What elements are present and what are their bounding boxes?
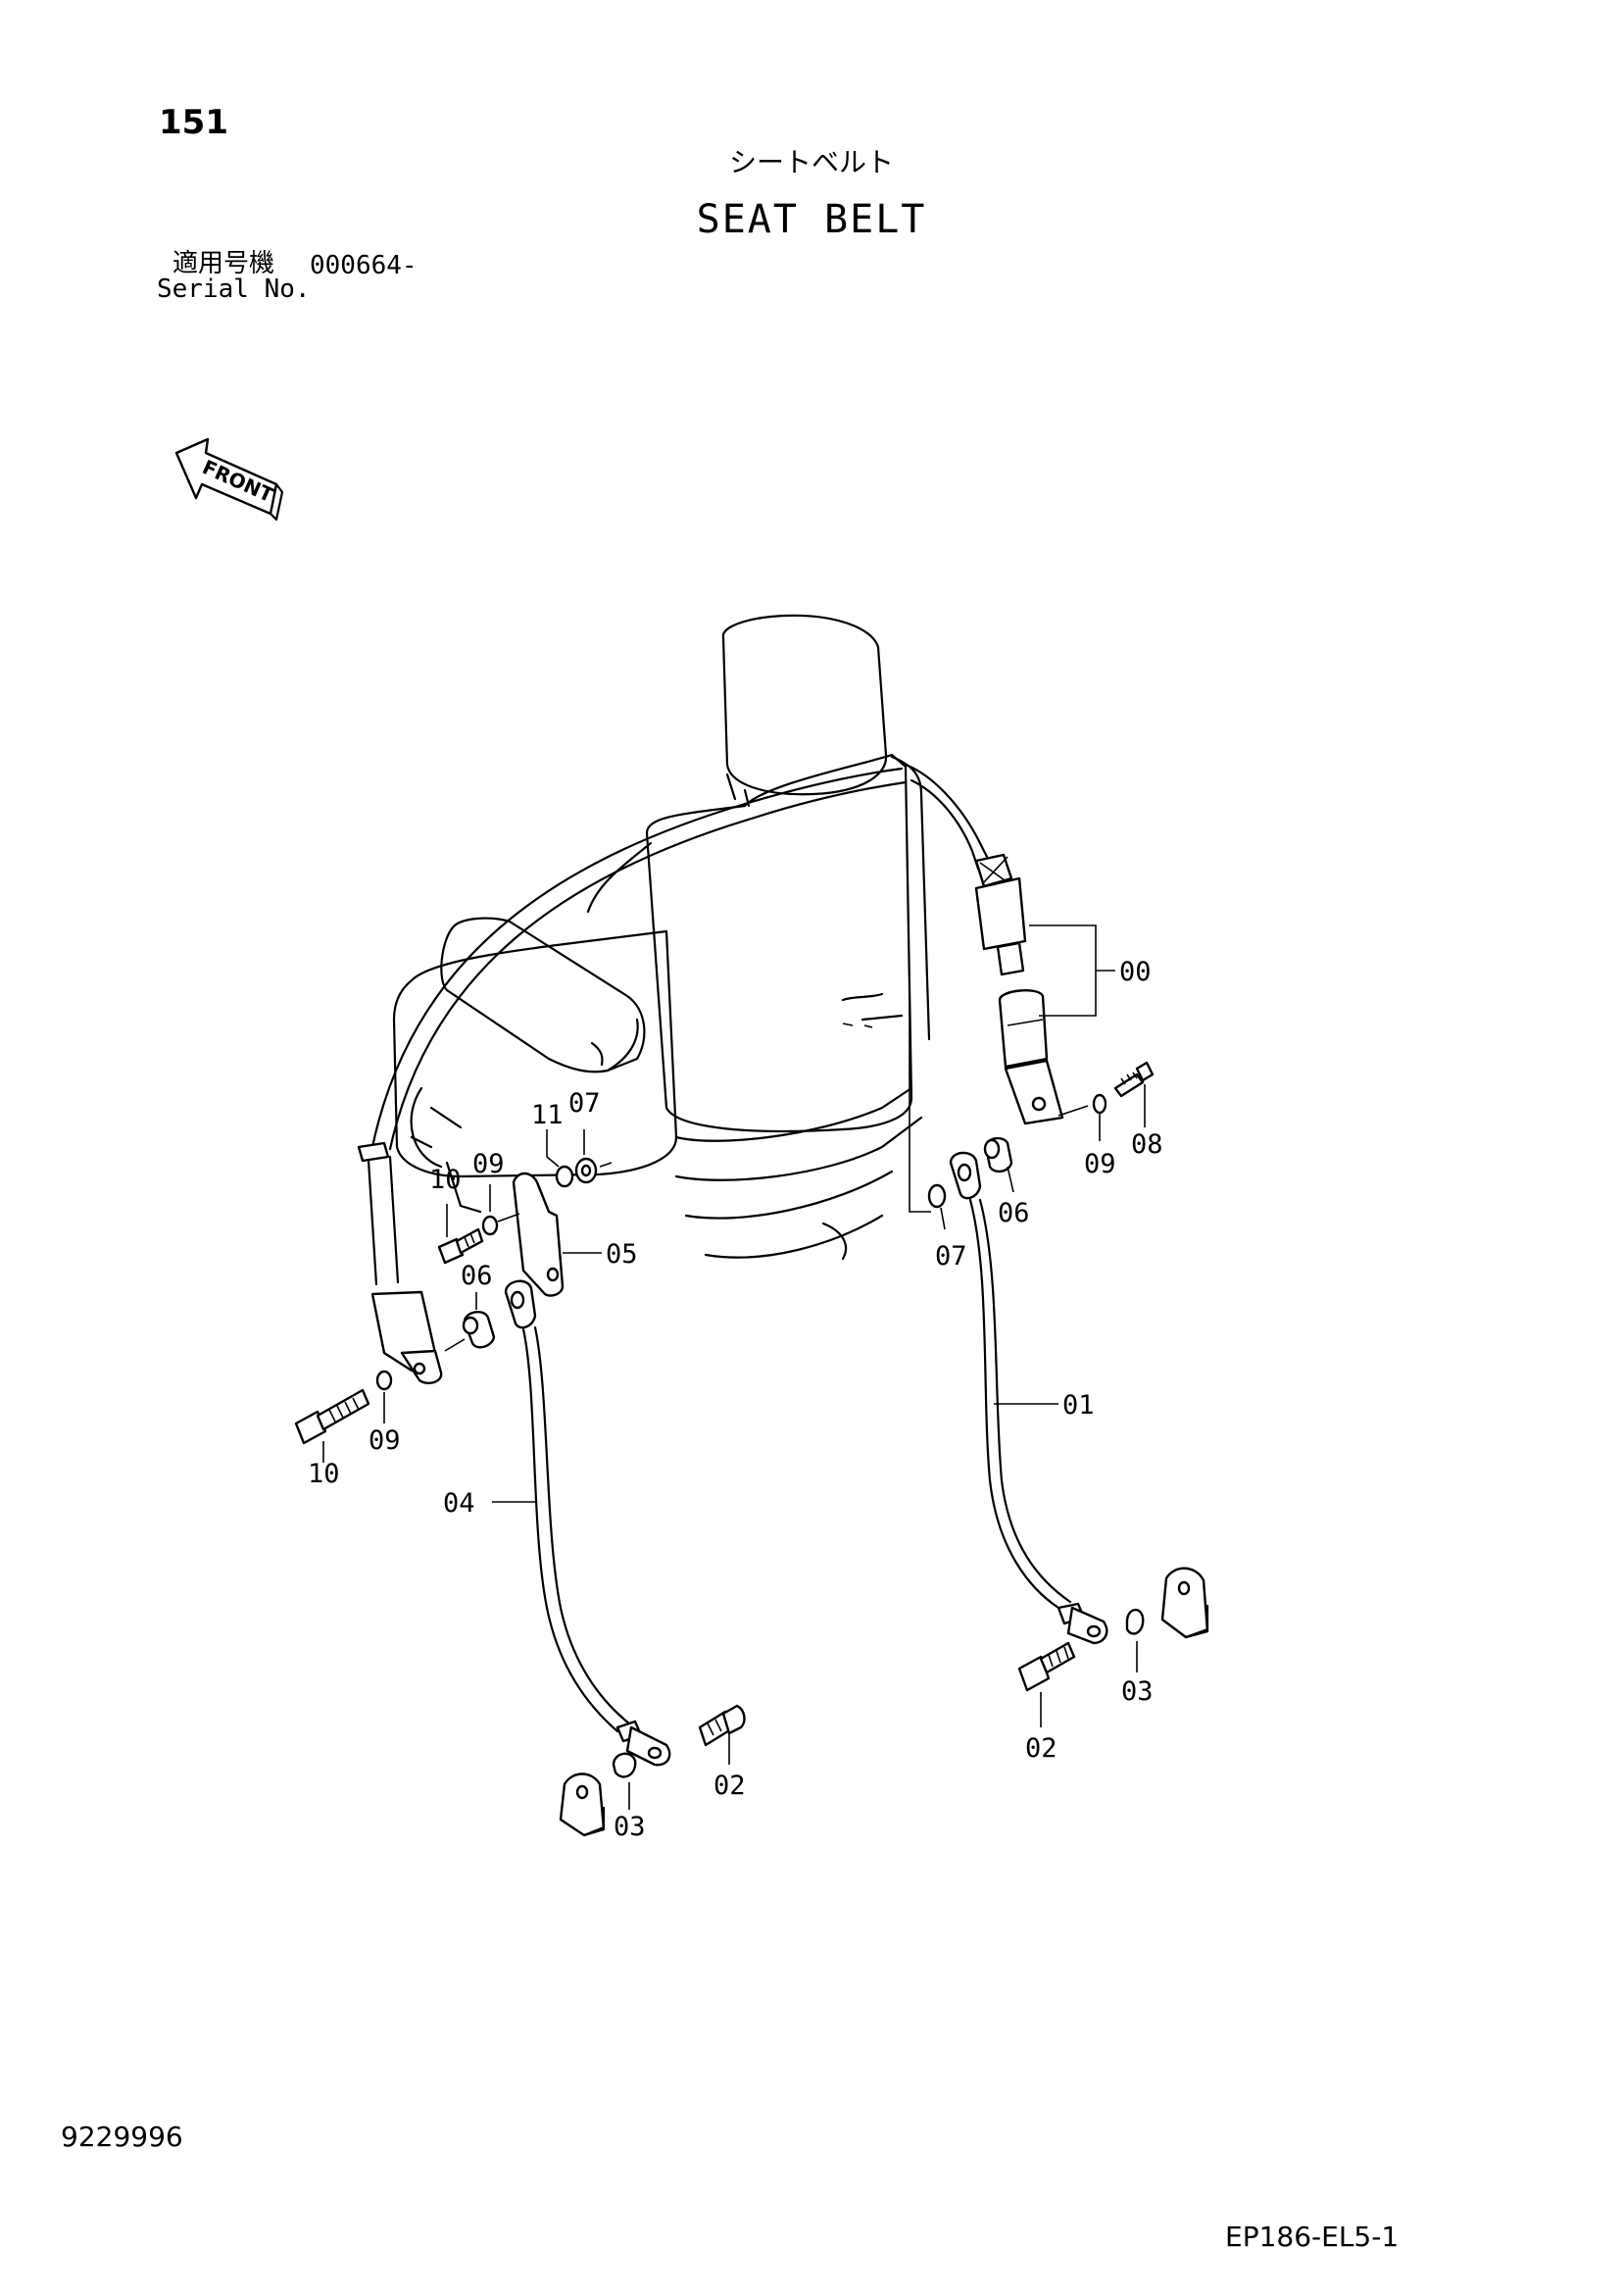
belt-lower-left xyxy=(357,1141,443,1384)
seat-illustration xyxy=(392,614,931,1261)
callout-08: 08 xyxy=(1131,1129,1163,1160)
serial-number-value: 000664- xyxy=(310,251,418,280)
callout-11: 11 xyxy=(531,1100,564,1130)
callout-01: 01 xyxy=(1062,1390,1095,1421)
callout-06-left: 06 xyxy=(461,1261,493,1291)
part-10-bolt-top xyxy=(437,1227,484,1265)
part-09-washer-top xyxy=(481,1215,499,1236)
part-03-washer-left xyxy=(612,1752,637,1778)
part-04-cable-left xyxy=(504,1279,671,1767)
part-07-washer-right xyxy=(927,1183,947,1209)
arrow-icon xyxy=(174,437,278,516)
callout-03-left: 03 xyxy=(614,1812,646,1842)
document-code: 9229996 xyxy=(61,2121,183,2153)
serial-label-english: Serial No. xyxy=(157,275,311,304)
serial-label-japanese: 適用号機 xyxy=(172,249,275,278)
callout-07-right: 07 xyxy=(935,1241,967,1272)
callout-00: 00 xyxy=(1119,957,1152,987)
figure-code: EP186-EL5-1 xyxy=(1225,2221,1400,2253)
part-05-bracket xyxy=(512,1172,565,1297)
callout-07-left: 07 xyxy=(568,1088,601,1119)
part-00-seat-belt-buckle xyxy=(974,853,1064,1125)
callout-03-right: 03 xyxy=(1121,1676,1154,1707)
callout-05: 05 xyxy=(606,1239,638,1270)
callout-10-top: 10 xyxy=(429,1165,462,1195)
page-number: 151 xyxy=(159,103,228,142)
anchor-bracket-right xyxy=(1160,1567,1209,1639)
callout-09-top: 09 xyxy=(472,1149,505,1179)
callout-10-bottom: 10 xyxy=(308,1459,340,1489)
front-direction-indicator: FRONT xyxy=(174,437,284,522)
part-08-bolt xyxy=(1113,1061,1155,1098)
callout-09-right: 09 xyxy=(1084,1149,1116,1179)
title-japanese: シートベルト xyxy=(728,146,894,178)
anchor-bracket-left xyxy=(559,1772,606,1837)
callout-06-right: 06 xyxy=(998,1198,1030,1228)
part-02-bolt-left xyxy=(698,1704,746,1747)
callout-02-right: 02 xyxy=(1025,1733,1057,1764)
part-03-washer-right xyxy=(1125,1609,1145,1635)
part-01-cable-right xyxy=(949,1151,1108,1645)
belt-strap-left xyxy=(370,763,992,1151)
part-09-washer-right xyxy=(1092,1093,1107,1115)
callout-04: 04 xyxy=(443,1488,475,1519)
title-english: SEAT BELT xyxy=(696,197,927,242)
part-02-bolt-right xyxy=(1017,1641,1076,1692)
part-11-washer xyxy=(555,1165,574,1188)
callout-09-bottom: 09 xyxy=(369,1425,401,1456)
callout-02-left: 02 xyxy=(713,1771,746,1801)
part-10-bolt-bottom xyxy=(294,1388,370,1445)
part-09-washer-bottom xyxy=(375,1370,393,1391)
